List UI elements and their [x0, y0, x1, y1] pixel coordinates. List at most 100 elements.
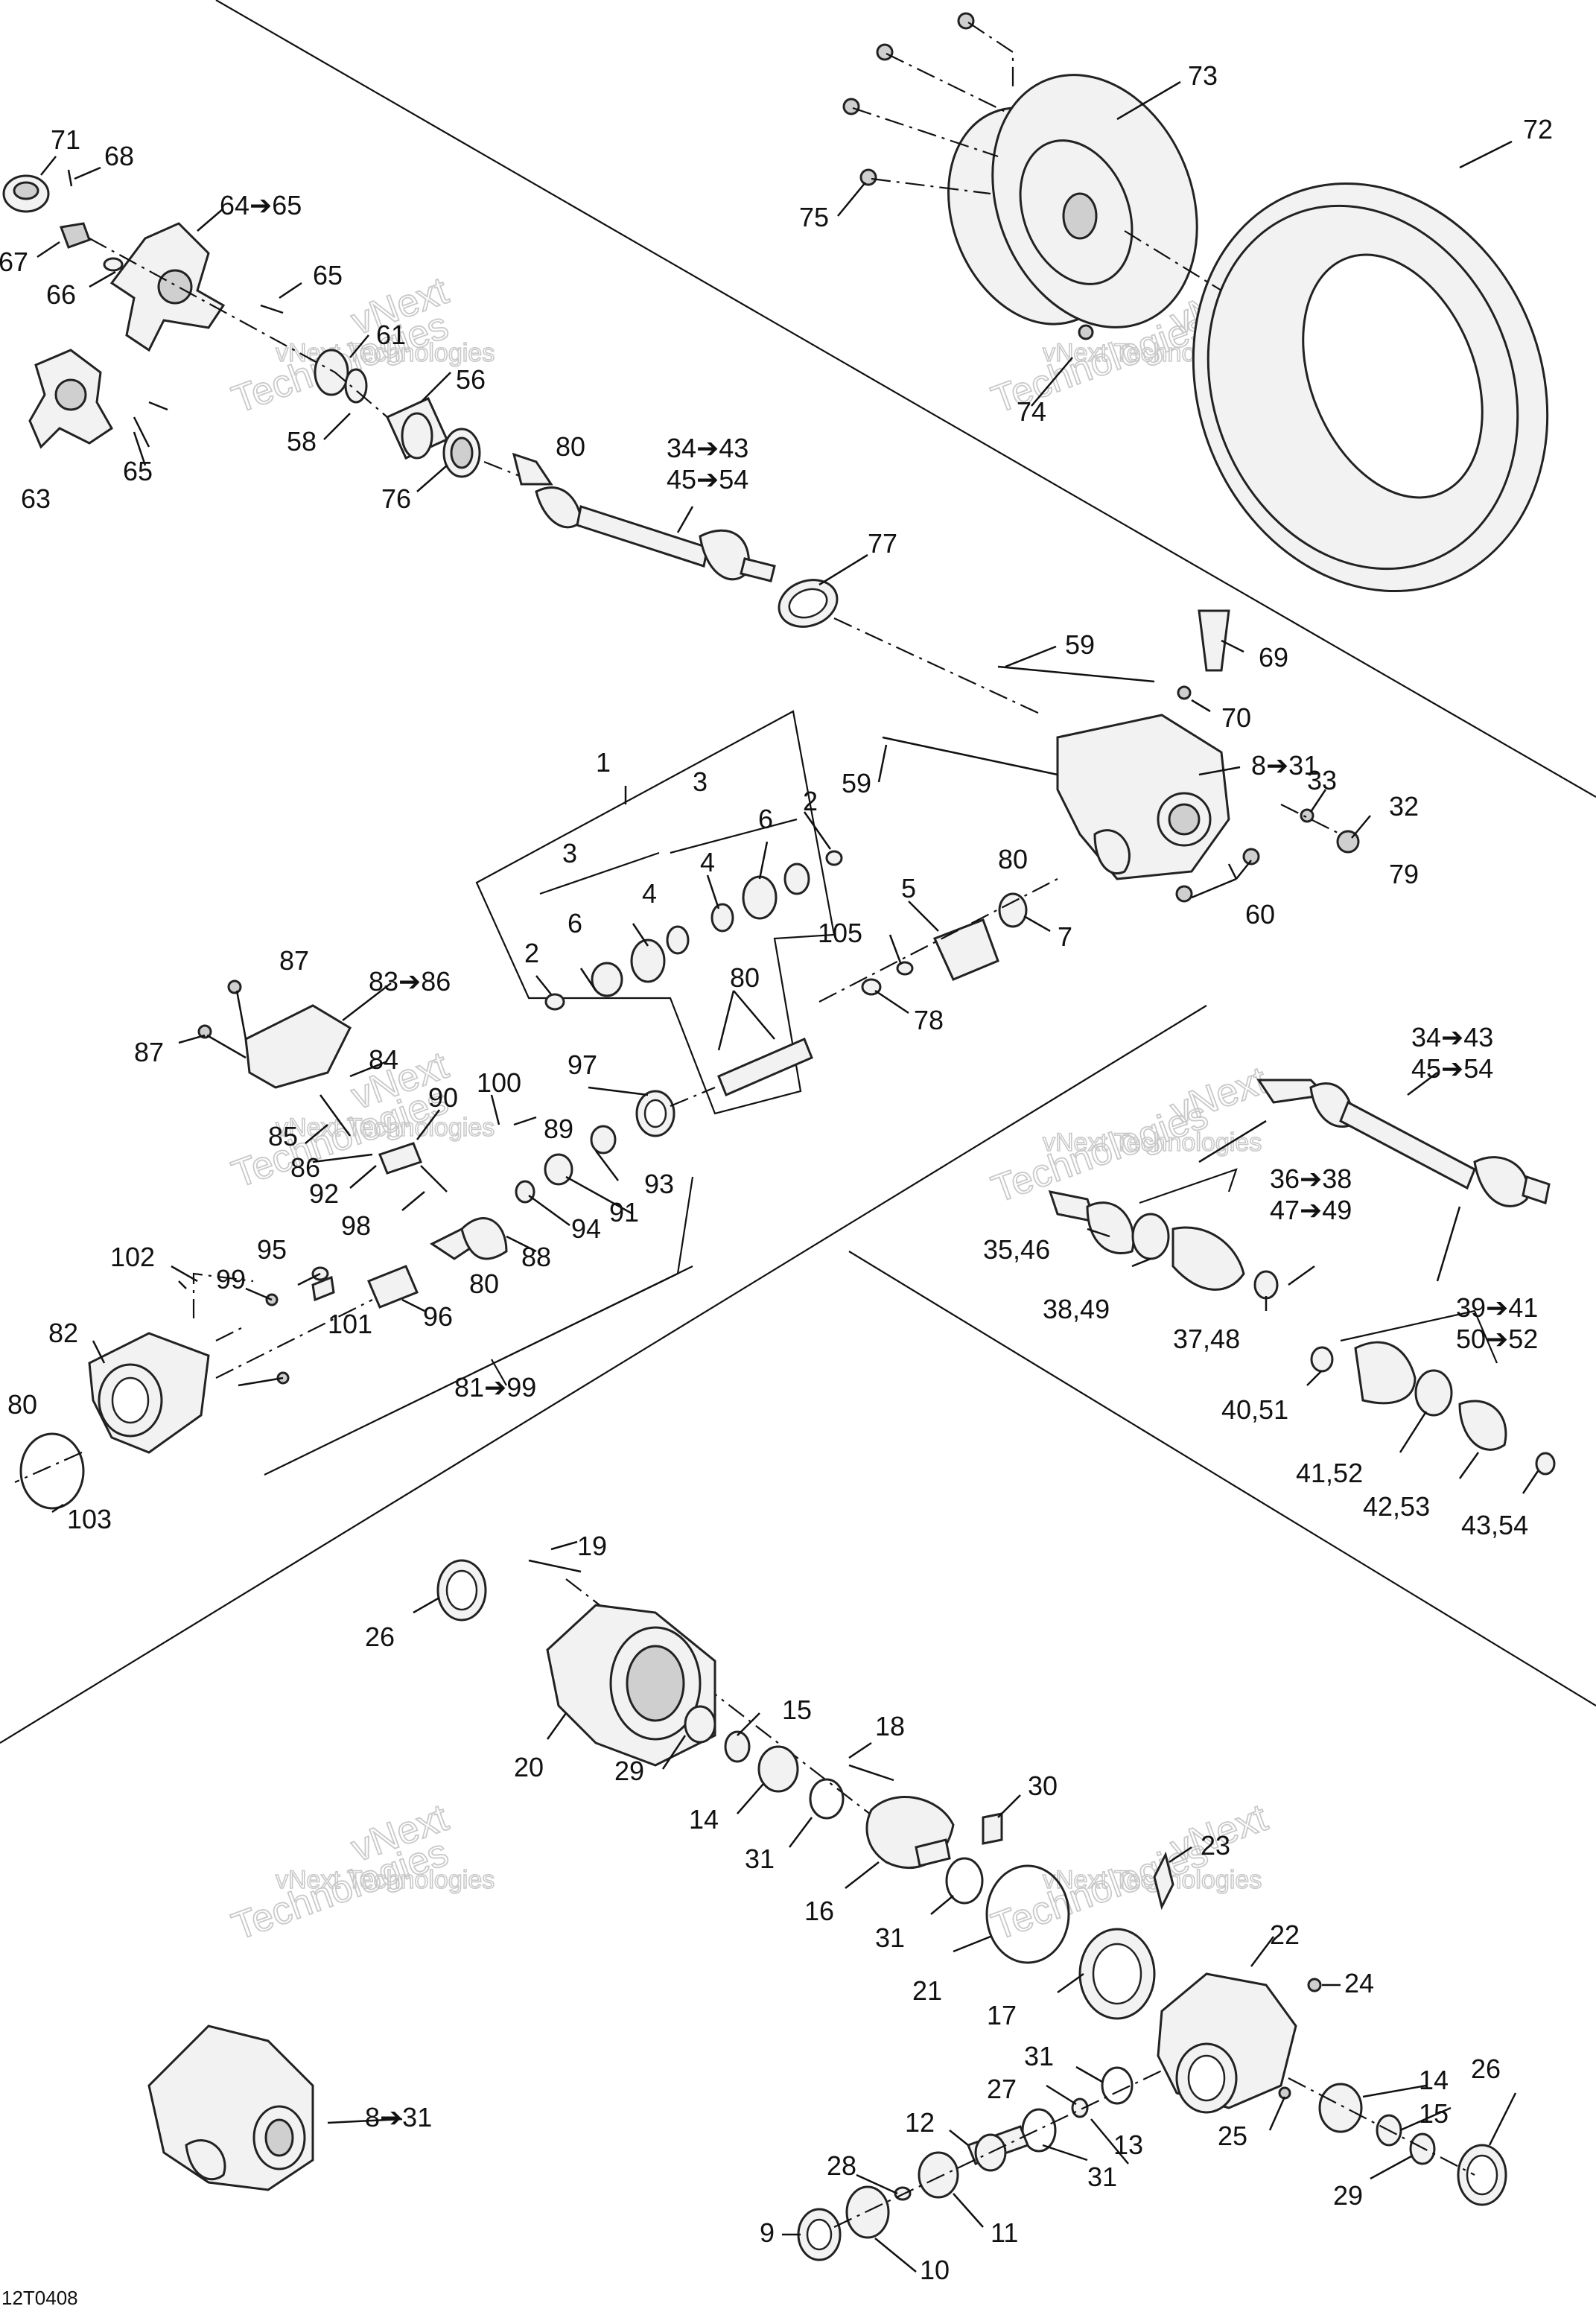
part-2: [544, 993, 565, 1011]
callout-11: 11: [991, 2217, 1018, 2248]
callout-91: 91: [609, 1197, 639, 1228]
callout-45-54: 45➔54: [667, 464, 748, 495]
callout-4: 4: [700, 847, 715, 877]
callout-13: 13: [1113, 2130, 1143, 2160]
ring-93: [544, 1153, 573, 1186]
callout-6: 6: [758, 804, 773, 834]
bearing-11: [918, 2151, 959, 2199]
callout-3: 3: [562, 838, 577, 868]
callout-64-65: 64➔65: [220, 190, 302, 220]
callout-35-46: 35,46: [983, 1234, 1050, 1265]
callout-16: 16: [804, 1896, 834, 1926]
shim-31c: [1101, 2066, 1134, 2105]
callout-8-31: 8➔31: [365, 2102, 432, 2132]
kit-bracket-1: [475, 710, 836, 1115]
callout-25: 25: [1218, 2121, 1247, 2151]
callout-80: 80: [998, 844, 1028, 874]
callout-8-31: 8➔31: [1251, 750, 1318, 781]
callout-28: 28: [827, 2150, 856, 2181]
callout-77: 77: [868, 528, 897, 559]
callout-79: 79: [1389, 859, 1419, 889]
callout-22: 22: [1270, 1919, 1300, 1950]
screw-25: [1278, 2086, 1291, 2100]
callout-85: 85: [268, 1121, 298, 1152]
callout-31: 31: [875, 1922, 905, 1953]
callout-1: 1: [596, 747, 611, 778]
callout-98: 98: [341, 1210, 371, 1241]
callout-29: 29: [1333, 2180, 1363, 2211]
bearing-29: [684, 1705, 716, 1744]
wheel-tire-group: [2, 12, 1549, 903]
callout-31: 31: [745, 1843, 775, 1874]
clip-30: [982, 1812, 1003, 1845]
callout-72: 72: [1523, 114, 1553, 144]
callout-90: 90: [428, 1082, 458, 1113]
callout-14: 14: [1419, 2065, 1449, 2095]
oring-103: [19, 1432, 85, 1510]
callout-73: 73: [1188, 60, 1218, 91]
callout-76: 76: [381, 483, 411, 514]
callout-81-99: 81➔99: [454, 1372, 536, 1403]
callout-33: 33: [1307, 765, 1337, 795]
callout-36-38: 36➔38: [1270, 1163, 1352, 1194]
callout-66: 66: [46, 279, 76, 310]
callout-93: 93: [644, 1169, 674, 1199]
plug-24: [1307, 1978, 1322, 1992]
callout-47-49: 47➔49: [1270, 1195, 1352, 1225]
callout-94: 94: [571, 1213, 601, 1244]
cover-83-86: [244, 1004, 352, 1089]
gearbox-group: [147, 1559, 1507, 2261]
callout-84: 84: [369, 1044, 398, 1075]
callout-68: 68: [104, 141, 134, 171]
callout-12: 12: [905, 2107, 935, 2138]
callout-7: 7: [1058, 921, 1072, 952]
diagram-code: 12T0408: [1, 2287, 78, 2309]
callout-59: 59: [842, 768, 871, 798]
callout-50-52: 50➔52: [1456, 1324, 1538, 1354]
callout-71: 71: [51, 124, 80, 155]
callout-103: 103: [67, 1504, 112, 1534]
drive-shaft-right-group: [1048, 1079, 1556, 1476]
callout-3: 3: [693, 766, 708, 797]
differential-housing-8-31: [882, 609, 1360, 903]
callout-65: 65: [123, 456, 153, 486]
callout-15: 15: [782, 1695, 812, 1725]
callout-80: 80: [469, 1268, 499, 1299]
shim-31b: [945, 1857, 984, 1905]
callout-43-54: 43,54: [1461, 1510, 1528, 1540]
lever-92: [378, 1142, 422, 1175]
callout-95: 95: [257, 1234, 287, 1265]
callout-87: 87: [279, 945, 309, 976]
callout-65: 65: [313, 260, 343, 290]
shim-31a: [809, 1778, 845, 1820]
callout-80: 80: [556, 431, 585, 462]
callout-86: 86: [290, 1152, 320, 1183]
part-2b: [825, 850, 843, 866]
callout-40-51: 40,51: [1221, 1394, 1288, 1425]
callout-67: 67: [0, 247, 28, 277]
pin-23: [1153, 1851, 1174, 1911]
nut: [842, 98, 860, 115]
watermark-line2: vNext Technologies: [276, 1866, 495, 1894]
callout-2: 2: [803, 786, 818, 816]
callout-74: 74: [1017, 396, 1046, 427]
callout-88: 88: [521, 1242, 551, 1272]
ring-43-54: [1535, 1452, 1556, 1476]
part-6: [591, 962, 623, 997]
callout-18: 18: [875, 1711, 905, 1741]
callout-78: 78: [914, 1005, 944, 1035]
callout-82: 82: [48, 1318, 78, 1348]
callout-45-54: 45➔54: [1411, 1053, 1493, 1084]
callout-4: 4: [642, 878, 657, 909]
callout-23: 23: [1201, 1830, 1230, 1861]
nut: [859, 168, 877, 186]
callout-102: 102: [110, 1242, 155, 1272]
ring-38-49: [1131, 1213, 1170, 1260]
callout-56: 56: [456, 364, 486, 395]
callout-14: 14: [689, 1804, 719, 1835]
ring-15: [724, 1730, 751, 1763]
callout-58: 58: [287, 426, 317, 457]
callout-42-53: 42,53: [1363, 1491, 1430, 1522]
callout-31: 31: [1087, 2162, 1117, 2192]
